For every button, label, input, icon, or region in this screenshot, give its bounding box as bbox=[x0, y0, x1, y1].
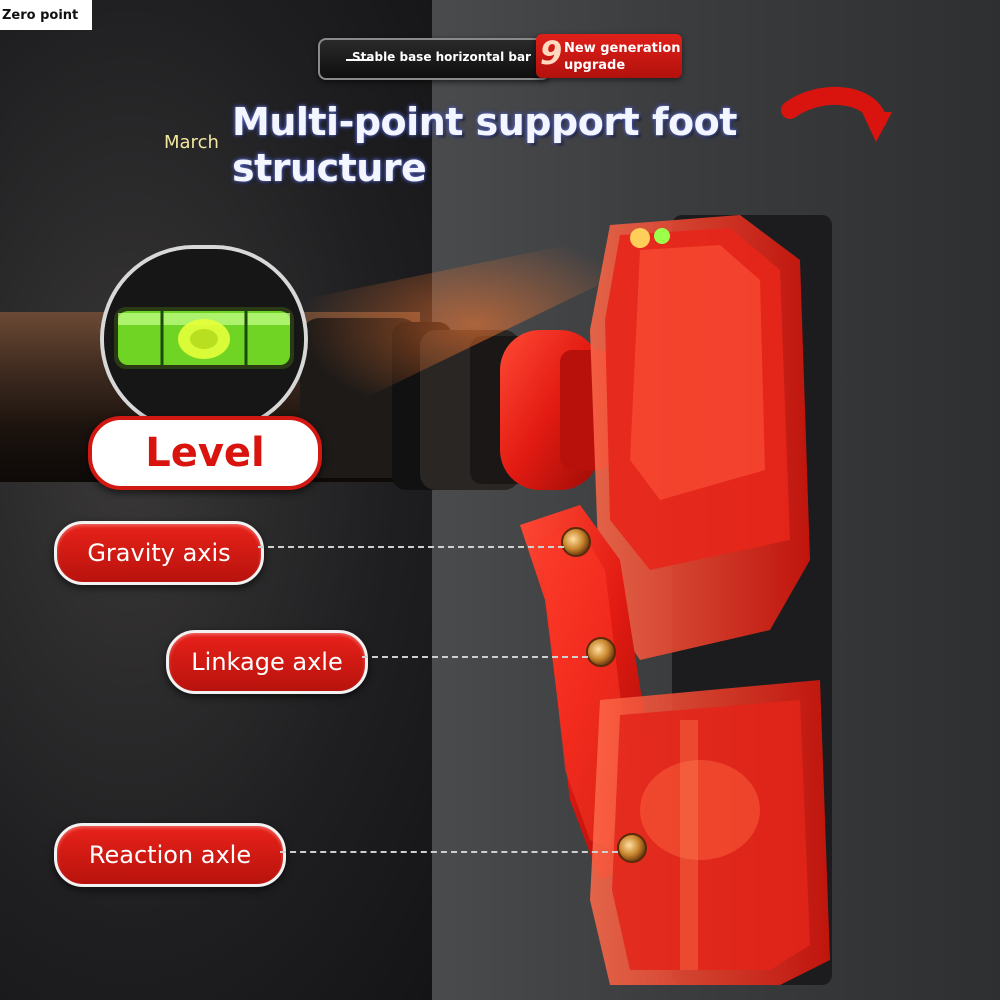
lower-foot bbox=[590, 680, 830, 985]
stable-base-text: Stable base horizontal bar bbox=[352, 50, 531, 64]
gravity-axis-leader-line bbox=[258, 546, 564, 548]
gravity-pin bbox=[561, 527, 591, 557]
upgrade-text: upgrade bbox=[564, 58, 626, 73]
dash-icon bbox=[346, 59, 372, 61]
level-bubble-closeup bbox=[100, 245, 308, 433]
linkage-pin bbox=[586, 637, 616, 667]
heading-line-1: Multi-point support foot bbox=[232, 100, 737, 144]
generation-number: 9 bbox=[540, 34, 563, 72]
reaction-axle-callout: Reaction axle bbox=[54, 823, 286, 887]
corner-background bbox=[0, 0, 92, 30]
level-vial-icon bbox=[104, 249, 304, 429]
heading-line-2: structure bbox=[232, 146, 427, 190]
linkage-axle-leader-line bbox=[362, 656, 588, 658]
upper-foot bbox=[590, 215, 810, 660]
corner-label: Zero point bbox=[2, 8, 79, 23]
new-generation-text: New generation bbox=[564, 41, 681, 56]
light-beam bbox=[300, 230, 650, 420]
linkage-axle-callout: Linkage axle bbox=[166, 630, 368, 694]
reaction-pin bbox=[617, 833, 647, 863]
gravity-axis-callout: Gravity axis bbox=[54, 521, 264, 585]
rotation-arrow-icon bbox=[781, 86, 892, 142]
heading-prefix: March bbox=[164, 132, 219, 153]
reaction-axle-leader-line bbox=[280, 851, 618, 853]
new-generation-badge: 9 New generation upgrade bbox=[536, 34, 682, 78]
level-callout: Level bbox=[88, 416, 322, 490]
stable-base-badge: Stable base horizontal bar bbox=[318, 38, 550, 80]
